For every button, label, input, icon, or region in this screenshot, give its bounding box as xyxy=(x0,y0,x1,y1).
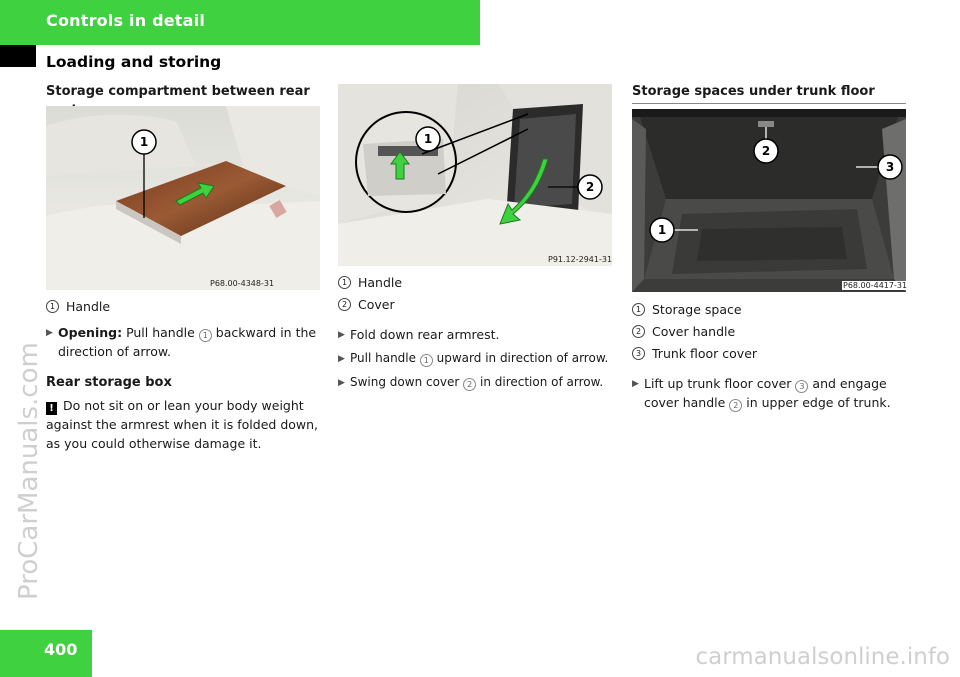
step-text: in upper edge of trunk. xyxy=(742,395,891,410)
photo-armrest-compartment: 1 xyxy=(46,106,320,290)
legend-label: Trunk floor cover xyxy=(652,345,758,361)
callout-3-photo-3: 3 xyxy=(886,160,894,174)
legend-label: Cover xyxy=(358,296,395,312)
step-opening: ▶ Opening: Pull handle 1 backward in the… xyxy=(46,323,322,361)
bullet-arrow-icon: ▶ xyxy=(338,330,345,340)
legend-label: Cover handle xyxy=(652,323,736,339)
legend-number: 2 xyxy=(338,297,351,311)
step-lift-cover: ▶ Lift up trunk floor cover 3 and engage… xyxy=(632,374,912,412)
column-2-text: 1 Handle 2 Cover ▶ Fold down rear armres… xyxy=(338,271,618,393)
legend-label: Handle xyxy=(66,298,111,314)
step-pull-handle: ▶ Pull handle 1 upward in direction of a… xyxy=(338,349,618,369)
bullet-arrow-icon: ▶ xyxy=(338,354,345,364)
legend-number: 2 xyxy=(632,324,645,338)
callout-1-photo-3: 1 xyxy=(658,223,666,237)
section-title: Controls in detail xyxy=(46,11,205,30)
heading-rear-storage-box: Rear storage box xyxy=(46,375,172,390)
photo-trunk-floor: 2 3 1 xyxy=(632,109,906,292)
step-text: Pull handle xyxy=(122,325,199,340)
step-swing-cover: ▶ Swing down cover 2 in direction of arr… xyxy=(338,373,618,393)
step-fold-armrest: ▶ Fold down rear armrest. xyxy=(338,325,618,345)
inline-ref: 2 xyxy=(729,399,743,412)
legend-item: 2 Cover handle xyxy=(632,320,912,342)
warning-icon: ! xyxy=(46,402,57,415)
subsection-title: Loading and storing xyxy=(46,53,222,71)
page-number: 400 xyxy=(44,640,78,659)
inline-ref: 1 xyxy=(198,329,212,342)
image-code-1: P68.00-4348-31 xyxy=(210,279,275,288)
legend-label: Storage space xyxy=(652,301,742,317)
step-text: upward in direction of arrow. xyxy=(432,351,609,365)
image-code-3: P68.00-4417-31 xyxy=(842,281,909,290)
header-bar xyxy=(0,0,480,45)
legend-number: 1 xyxy=(46,299,59,313)
bullet-arrow-icon: ▶ xyxy=(338,378,345,388)
legend-number: 1 xyxy=(632,302,645,316)
warning-note: !Do not sit on or lean your body weight … xyxy=(46,396,322,453)
callout-1-photo-2: 1 xyxy=(424,132,432,146)
step-label: Opening: xyxy=(58,325,123,340)
callout-2-photo-2: 2 xyxy=(586,180,594,194)
legend-item: 3 Trunk floor cover xyxy=(632,342,912,364)
legend-item: 1 Handle xyxy=(46,295,322,317)
step-text: Pull handle xyxy=(350,351,420,365)
heading-trunk-storage: Storage spaces under trunk floor xyxy=(632,82,906,104)
callout-2-photo-3: 2 xyxy=(762,144,770,158)
photo-rear-storage-box: 1 2 xyxy=(338,84,612,266)
side-watermark: ProCarManuals.com xyxy=(14,342,44,600)
step-text: backward in the direction of arrow. xyxy=(58,325,317,359)
legend-item: 1 Handle xyxy=(338,271,618,293)
bullet-arrow-icon: ▶ xyxy=(46,328,53,338)
column-1-text: 1 Handle ▶ Opening: Pull handle 1 backwa… xyxy=(46,295,322,453)
step-text: Fold down rear armrest. xyxy=(350,327,500,342)
step-text: in direction of arrow. xyxy=(476,375,604,389)
callout-1-photo-1: 1 xyxy=(140,135,148,149)
legend-number: 3 xyxy=(632,346,645,360)
legend-label: Handle xyxy=(358,274,403,290)
inline-ref: 2 xyxy=(463,378,477,391)
column-3: Storage spaces under trunk floor xyxy=(632,82,906,104)
image-code-2: P91.12-2941-31 xyxy=(548,255,613,264)
page-number-box xyxy=(0,630,92,677)
step-text: Swing down cover xyxy=(350,375,464,389)
step-text: and engage cover handle xyxy=(644,376,887,410)
inline-ref: 3 xyxy=(795,380,809,393)
step-text: Lift up trunk floor cover xyxy=(644,376,796,391)
legend-item: 1 Storage space xyxy=(632,298,912,320)
bullet-arrow-icon: ▶ xyxy=(632,379,639,389)
legend-number: 1 xyxy=(338,275,351,289)
legend-item: 2 Cover xyxy=(338,293,618,315)
inline-ref: 1 xyxy=(419,354,433,367)
column-3-text: 1 Storage space 2 Cover handle 3 Trunk f… xyxy=(632,298,912,412)
footer-watermark: carmanualsonline.info xyxy=(695,644,950,670)
section-tab-marker xyxy=(0,45,36,67)
warning-text: Do not sit on or lean your body weight a… xyxy=(46,398,319,451)
